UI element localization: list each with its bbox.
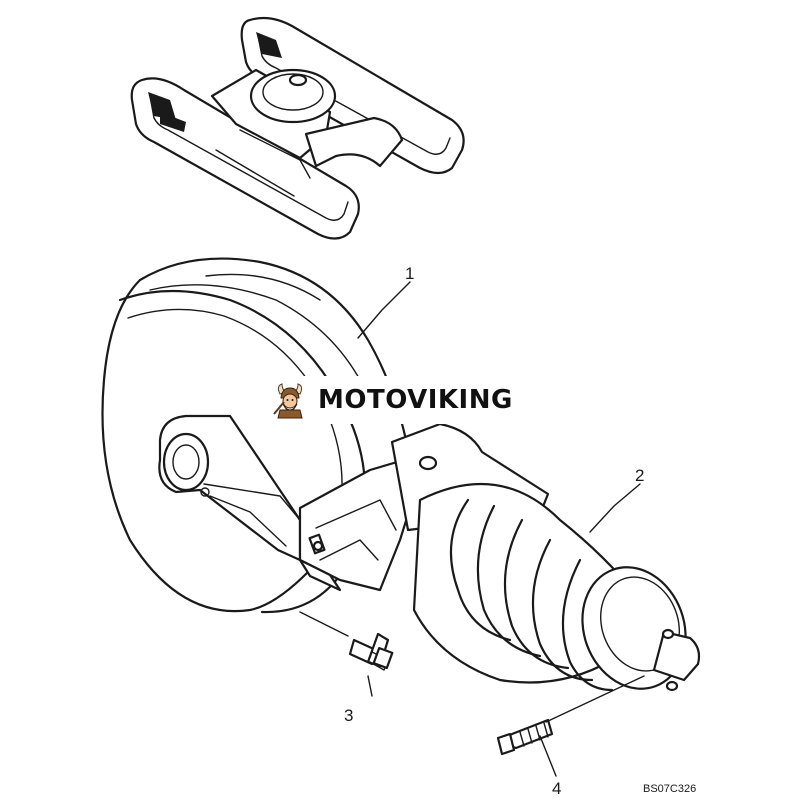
motoviking-watermark: MOTOVIKING [262,376,536,424]
callout-2: 2 [635,466,644,485]
viking-mascot-icon [273,383,303,419]
callout-3: 3 [344,706,353,725]
recoil-cylinder [390,422,701,692]
callout-1: 1 [405,264,414,283]
yoke-frame [130,16,465,240]
callout-4: 4 [552,779,561,798]
leader-lines [299,281,645,777]
yoke-arm [158,414,422,592]
bolt-4 [496,718,554,756]
watermark-text: MOTOVIKING [318,385,513,415]
reference-code: BS07C326 [643,783,696,795]
bolt-3 [348,632,394,671]
